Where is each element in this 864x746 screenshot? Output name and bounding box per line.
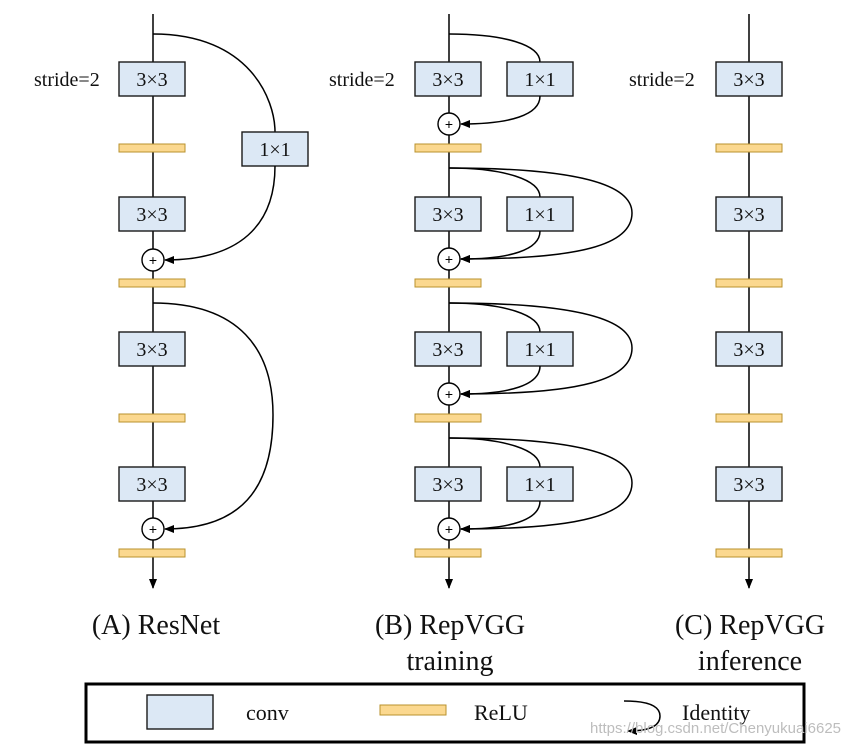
resnet-column: stride=2 3×3 3×3 3×3 3×3 1×1 + + (A) Res…: [34, 14, 309, 641]
resnet-conv-4-label: 3×3: [136, 474, 167, 496]
inference-conv-1-label: 3×3: [733, 69, 764, 91]
training-branch-conv-4-label: 1×1: [524, 474, 555, 496]
inference-relu-1: [715, 143, 783, 153]
resnet-sum-2: [141, 517, 165, 541]
training-branch-conv-4: [506, 466, 574, 502]
legend-relu-label: ReLU: [474, 700, 528, 725]
resnet-conv-1: [118, 61, 186, 97]
training-branch-conv-1-label: 1×1: [524, 69, 555, 91]
resnet-caption: (A) ResNet: [92, 610, 221, 641]
training-identity-3: [448, 302, 633, 398]
legend-conv-swatch: [146, 694, 214, 730]
training-conv-1: [414, 61, 482, 97]
training-relu-2: [414, 278, 482, 288]
resnet-conv-3-label: 3×3: [136, 339, 167, 361]
legend-identity-swatch: [623, 700, 661, 735]
training-caption-line-2: training: [406, 646, 493, 677]
watermark-text: https://blog.csdn.net/Chenyukuai6625: [590, 720, 841, 737]
training-sum-2-symbol: +: [445, 251, 453, 267]
training-relu-3: [414, 413, 482, 423]
training-conv-4-label: 3×3: [432, 474, 463, 496]
training-branch-conv-1: [506, 61, 574, 97]
resnet-relu-3: [118, 413, 186, 423]
training-conv-1-label: 3×3: [432, 69, 463, 91]
training-sum-3-symbol: +: [445, 386, 453, 402]
training-branch-1-in: [448, 33, 541, 63]
inference-conv-4-label: 3×3: [733, 474, 764, 496]
resnet-conv-1-label: 3×3: [136, 69, 167, 91]
resnet-shortcut-1-lower: [164, 165, 276, 264]
training-caption-line-1: (B) RepVGG: [375, 610, 525, 641]
resnet-shortcut-1-upper: [152, 33, 276, 133]
resnet-conv-4: [118, 466, 186, 502]
repvgg-inference-column: stride=2 3×3 3×3 3×3 3×3 (C) RepVGG infe…: [629, 14, 825, 677]
training-branch-3-out: [460, 365, 541, 398]
resnet-shortcut-2: [152, 302, 274, 533]
training-branch-conv-2: [506, 196, 574, 232]
training-conv-3-label: 3×3: [432, 339, 463, 361]
training-branch-2-in: [448, 167, 541, 198]
inference-caption-line-1: (C) RepVGG: [675, 610, 825, 641]
training-branch-2-out: [460, 230, 541, 263]
resnet-sum-1: [141, 248, 165, 272]
training-sum-2: [437, 247, 461, 271]
inference-stride-label: stride=2: [629, 69, 695, 91]
repvgg-training-column: stride=2 3×3 1×1 + 3×3 1×1 + 3×3 1×1 +: [329, 14, 633, 677]
training-sum-3: [437, 382, 461, 406]
resnet-conv-3: [118, 331, 186, 367]
resnet-conv-2-label: 3×3: [136, 204, 167, 226]
resnet-sum-1-symbol: +: [149, 252, 157, 268]
legend-conv-label: conv: [246, 700, 289, 725]
training-stride-label: stride=2: [329, 69, 395, 91]
training-conv-4: [414, 466, 482, 502]
inference-conv-4: [715, 466, 783, 502]
training-branch-conv-2-label: 1×1: [524, 204, 555, 226]
resnet-relu-2: [118, 278, 186, 288]
inference-conv-3: [715, 331, 783, 367]
resnet-conv-2: [118, 196, 186, 232]
training-conv-3: [414, 331, 482, 367]
legend-identity-label: Identity: [682, 700, 750, 725]
training-identity-2: [448, 167, 633, 263]
inference-relu-4: [715, 548, 783, 558]
training-branch-1-out: [460, 95, 541, 128]
inference-relu-3: [715, 413, 783, 423]
training-sum-4: [437, 517, 461, 541]
resnet-stride-label: stride=2: [34, 69, 100, 91]
legend-relu-swatch: [379, 704, 447, 716]
resnet-relu-4: [118, 548, 186, 558]
training-identity-4: [448, 437, 633, 533]
training-branch-conv-3: [506, 331, 574, 367]
resnet-sum-2-symbol: +: [149, 521, 157, 537]
resnet-relu-1: [118, 143, 186, 153]
training-sum-1-symbol: +: [445, 116, 453, 132]
training-relu-4: [414, 548, 482, 558]
training-branch-4-out: [460, 500, 541, 533]
training-relu-1: [414, 143, 482, 153]
inference-caption-line-2: inference: [698, 646, 802, 677]
inference-relu-2: [715, 278, 783, 288]
training-branch-3-in: [448, 302, 541, 333]
training-branch-conv-3-label: 1×1: [524, 339, 555, 361]
legend: conv ReLU Identity https://blog.csdn.net…: [84, 682, 841, 744]
inference-conv-2: [715, 196, 783, 232]
inference-conv-3-label: 3×3: [733, 339, 764, 361]
inference-conv-1: [715, 61, 783, 97]
training-conv-2-label: 3×3: [432, 204, 463, 226]
training-sum-4-symbol: +: [445, 521, 453, 537]
resnet-shortcut-conv-label: 1×1: [259, 139, 290, 161]
training-branch-4-in: [448, 437, 541, 468]
training-sum-1: [437, 112, 461, 136]
training-conv-2: [414, 196, 482, 232]
inference-conv-2-label: 3×3: [733, 204, 764, 226]
resnet-shortcut-conv: [241, 131, 309, 167]
